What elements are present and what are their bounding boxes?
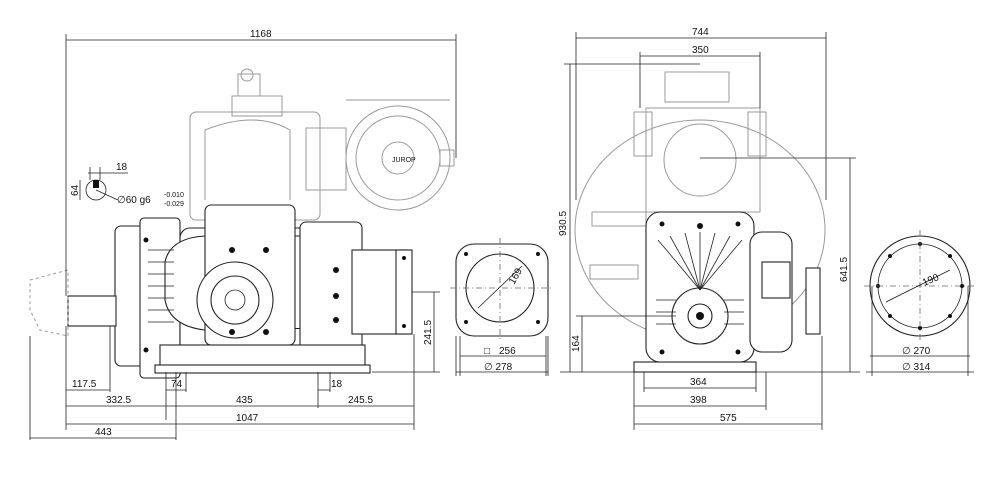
dim-1168: 1168 xyxy=(250,29,272,40)
dim-key-width: 18 xyxy=(116,162,128,173)
dim-key-height: 64 xyxy=(70,184,81,196)
dim-74: 74 xyxy=(171,379,183,390)
dim-435: 435 xyxy=(236,395,253,406)
dim-332-5: 332.5 xyxy=(106,395,131,406)
side-view-ghost-parts xyxy=(189,68,455,221)
square-symbol: □ xyxy=(484,346,490,357)
dim-1047: 1047 xyxy=(236,413,259,424)
dim-117-5: 117.5 xyxy=(72,379,97,390)
side-view-cooling-fins xyxy=(148,249,174,323)
side-view: JUROP 1168 18 64 ∅60 g6 -0.010 -0.029 xyxy=(29,29,457,440)
dim-18-base: 18 xyxy=(331,379,343,390)
side-view-pump-body: JUROP xyxy=(29,157,416,379)
side-view-dimensions: 1168 18 64 ∅60 g6 -0.010 -0.029 xyxy=(29,29,457,440)
dim-350: 350 xyxy=(692,45,709,56)
dim-diameter-270: ∅ 270 xyxy=(902,346,931,357)
round-flange-view: 190 ∅ 270 ∅ 314 xyxy=(864,230,976,376)
dim-164: 164 xyxy=(571,335,582,352)
dim-diameter-314: ∅ 314 xyxy=(902,362,931,373)
dim-364: 364 xyxy=(690,377,707,388)
dim-641-5: 641.5 xyxy=(839,257,850,282)
tolerance-lower: -0.029 xyxy=(164,201,184,208)
front-view-cooling-fins xyxy=(656,232,744,325)
dim-744: 744 xyxy=(692,27,709,38)
front-view-dimensions: 744 350 930.5 641.5 164 364 xyxy=(558,27,860,430)
front-view: 744 350 930.5 641.5 164 364 xyxy=(558,27,860,430)
jurop-logo: JUROP xyxy=(392,157,416,164)
dim-256: 256 xyxy=(499,346,516,357)
square-flange-view: 169 □ 256 ∅ 278 xyxy=(450,238,552,376)
dim-shaft-diameter: ∅60 g6 xyxy=(117,195,151,206)
dim-245-5: 245.5 xyxy=(348,395,373,406)
dim-241-5: 241.5 xyxy=(423,320,434,345)
dim-575: 575 xyxy=(720,413,737,424)
dim-443: 443 xyxy=(95,427,112,438)
dim-930-5: 930.5 xyxy=(558,211,569,236)
dim-398: 398 xyxy=(690,395,707,406)
front-view-pump-body xyxy=(633,211,821,373)
dim-diameter-278: ∅ 278 xyxy=(484,362,513,373)
tolerance-upper: -0.010 xyxy=(164,192,184,199)
